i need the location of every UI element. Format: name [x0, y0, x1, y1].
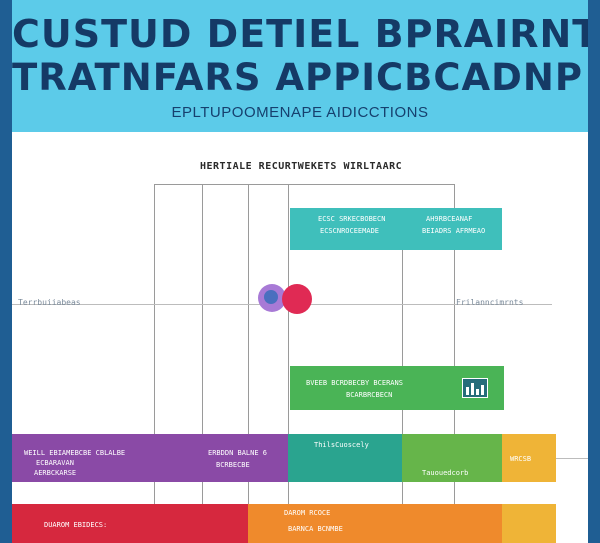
orange-right-box — [402, 504, 502, 543]
green-mid-box: BVEEB BCRDBECBY BCERANS BCARBRCBECN — [290, 366, 504, 410]
grid-line — [154, 184, 454, 185]
title-line-2: TRATNFARS APPICBCADNP! — [12, 56, 588, 99]
center-node — [264, 290, 278, 304]
bar-chart-icon — [462, 378, 488, 398]
box-text: DUAROM EBIDECS: — [44, 521, 108, 529]
title-line-1: CUSTUD DETIEL BPRAIRNT — [12, 12, 588, 56]
box-text: BEIADRS AFRMEAO — [422, 227, 486, 235]
right-label: Frilanncimrnts — [456, 298, 524, 307]
orange-mid-box: DAROM RCOCE BARNCA BCNMBE — [248, 504, 402, 543]
box-text: BCRBECBE — [216, 461, 250, 469]
grid-line — [202, 184, 203, 543]
grid-line — [288, 184, 289, 543]
teal-top-box: ECSC SRKECBOBECN ECSCNROCEEMADE AH9RBCEA… — [290, 208, 502, 250]
teal-mid-box: ThilsCuoscely — [288, 434, 402, 482]
box-text: ECSCNROCEEMADE — [320, 227, 380, 235]
box-text: ThilsCuoscely — [314, 441, 369, 449]
box-text: BVEEB BCRDBECBY BCERANS — [306, 379, 403, 387]
box-text: BCARBRCBECN — [346, 391, 393, 399]
infographic-frame: CUSTUD DETIEL BPRAIRNT TRATNFARS APPICBC… — [12, 0, 588, 543]
grid-line — [248, 184, 249, 543]
green-right-box: Tauouedcorb — [402, 434, 502, 482]
grid-line — [454, 184, 455, 543]
box-text: WEILL EBIAMEBCBE CBLALBE — [24, 449, 126, 457]
diagram-title: HERTIALE RECURTWEKETS WIRLTAARC — [200, 161, 403, 172]
subtitle: EPLTUPOOMENAPE AIDICCTIONS — [171, 104, 429, 121]
left-label: Terrbuiiabeas — [18, 298, 81, 307]
box-text: WRCSB — [510, 455, 532, 463]
box-text: Tauouedcorb — [422, 469, 469, 477]
yellow-bottom-box — [502, 504, 556, 543]
yellow-right-box: WRCSB — [502, 434, 556, 482]
box-text: ERBDDN BALNE 6 — [208, 449, 268, 457]
center-node — [282, 284, 312, 314]
box-text: AH9RBCEANAF — [426, 215, 473, 223]
grid-line — [154, 184, 155, 543]
diagram-area: HERTIALE RECURTWEKETS WIRLTAARC Terrbuii… — [12, 132, 588, 543]
header-banner: CUSTUD DETIEL BPRAIRNT TRATNFARS APPICBC… — [12, 0, 588, 132]
red-left-box: DUAROM EBIDECS: — [12, 504, 248, 543]
purple-left-box: WEILL EBIAMEBCBE CBLALBE ECBARAVAN AERBC… — [12, 434, 202, 482]
box-text: AERBCKARSE — [34, 469, 77, 477]
box-text: ECSC SRKECBOBECN — [318, 215, 386, 223]
purple-mid-box: ERBDDN BALNE 6 BCRBECBE — [202, 434, 288, 482]
box-text: ECBARAVAN — [36, 459, 74, 467]
box-text: DAROM RCOCE — [284, 509, 331, 517]
box-text: BARNCA BCNMBE — [288, 525, 343, 533]
